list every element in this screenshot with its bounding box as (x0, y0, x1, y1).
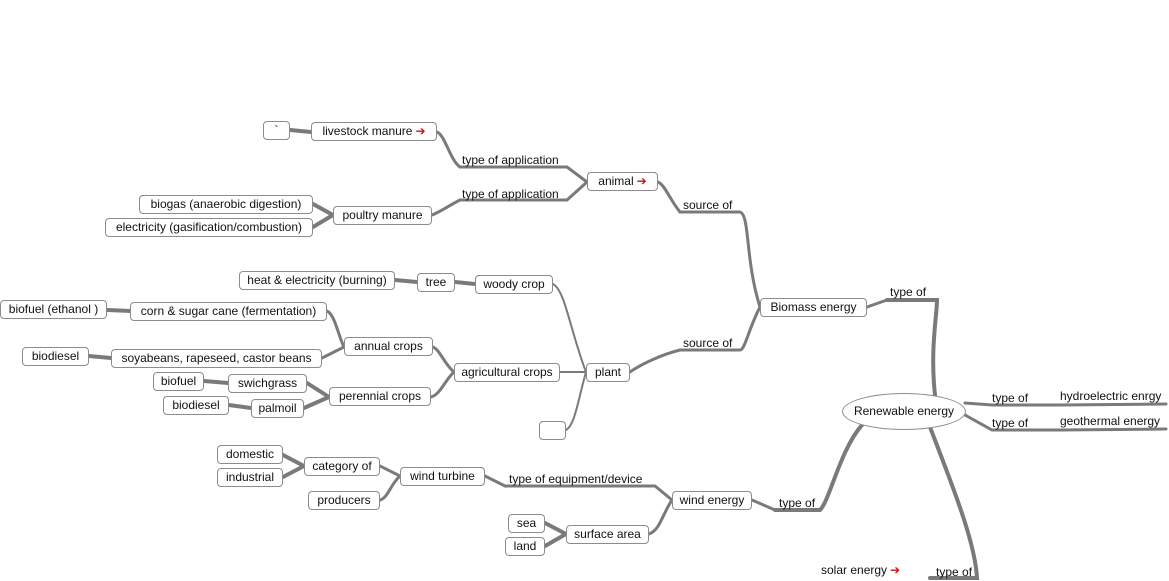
link-woody-tree (453, 280, 477, 286)
link-central-solar (928, 425, 980, 580)
topic-hydroelectric-energy[interactable]: hydroelectric enrgy (1060, 389, 1162, 403)
link-poultry-biogas (311, 202, 335, 217)
central-node-renewable-energy[interactable]: Renewable energy (842, 393, 966, 430)
link-agri-annual (431, 345, 456, 374)
node-swichgrass[interactable]: swichgrass (228, 374, 307, 393)
node-empty[interactable] (539, 421, 566, 440)
relation-label-type-of-geo[interactable]: type of (992, 416, 1029, 430)
node-heat-electricity[interactable]: heat & electricity (burning) (239, 271, 395, 290)
link-central-wind (773, 423, 864, 512)
relation-label-type-of-hydro[interactable]: type of (992, 391, 1029, 405)
link-central-biomass (885, 298, 940, 397)
link-biomass-source-animal (678, 210, 762, 309)
link-surface-land (543, 532, 568, 548)
link-app2-poultry (430, 198, 462, 217)
link-perennial-palm (302, 395, 331, 410)
topic-solar-energy-label: solar energy (821, 563, 888, 577)
relation-label-type-of-wind[interactable]: type of (779, 496, 816, 510)
node-animal[interactable]: animal➔ (587, 172, 658, 191)
link-soya-biodiesel (87, 354, 113, 360)
node-producers[interactable]: producers (308, 491, 380, 510)
link-wind-surface (647, 498, 674, 536)
relation-label-type-of-application-2[interactable]: type of application (462, 187, 559, 201)
link-tree-heat (393, 278, 419, 284)
link-surface-sea (543, 521, 568, 536)
node-tree[interactable]: tree (417, 273, 455, 292)
link-arrow-icon[interactable]: ➔ (415, 124, 426, 138)
node-domestic[interactable]: domestic (217, 445, 283, 464)
link-poultry-elec (311, 213, 335, 229)
link-animal-app2 (458, 180, 589, 202)
link-central-hydro (963, 401, 1168, 407)
link-equip-turbine (483, 474, 507, 488)
node-surface-area[interactable]: surface area (566, 525, 649, 544)
link-source-plant-plant (628, 348, 682, 374)
node-corn-sugar-cane[interactable]: corn & sugar cane (fermentation) (130, 302, 327, 321)
link-plant-empty (565, 371, 587, 431)
node-biofuel-ethanol[interactable]: biofuel (ethanol ) (0, 300, 107, 319)
link-central-geo (963, 413, 1168, 432)
node-biofuel-2[interactable]: biofuel (153, 372, 204, 391)
link-turbine-producers (378, 474, 402, 502)
topic-geothermal-energy[interactable]: geothermal energy (1060, 414, 1161, 428)
link-category-industrial (281, 464, 306, 479)
link-wind-equip (503, 484, 674, 502)
link-biomass-source-plant (678, 305, 762, 352)
node-agricultural-crops[interactable]: agricultural crops (454, 363, 560, 382)
link-livestock-backtick (288, 128, 313, 134)
node-land[interactable]: land (505, 537, 545, 556)
link-biomass-label (865, 298, 889, 309)
link-animal-app1 (458, 165, 589, 184)
link-corn-ethanol (105, 308, 132, 313)
topic-solar-energy[interactable]: solar energy➔ (821, 563, 900, 577)
link-arrow-icon[interactable]: ➔ (890, 563, 901, 577)
node-soyabeans[interactable]: soyabeans, rapeseed, castor beans (111, 349, 322, 368)
relation-label-type-of-biomass[interactable]: type of (890, 285, 927, 299)
link-arrow-icon[interactable]: ➔ (636, 174, 647, 188)
link-palm-biodiesel (227, 403, 253, 410)
node-industrial[interactable]: industrial (217, 468, 283, 487)
link-turbine-category (378, 464, 402, 478)
link-annual-soya (320, 345, 346, 360)
node-perennial-crops[interactable]: perennial crops (329, 387, 431, 406)
node-annual-crops[interactable]: annual crops (344, 337, 433, 356)
link-wind-label (750, 498, 777, 512)
relation-label-type-of-application-1[interactable]: type of application (462, 153, 559, 167)
link-source-animal-animal (656, 180, 682, 214)
link-category-domestic (281, 453, 306, 468)
node-animal-label: animal (598, 174, 634, 188)
node-backtick[interactable]: ` (263, 121, 290, 140)
link-annual-corn (325, 309, 346, 349)
node-electricity-gasification[interactable]: electricity (gasification/combustion) (105, 218, 313, 237)
node-category-of[interactable]: category of (304, 457, 380, 476)
node-wind-energy[interactable]: wind energy (672, 491, 752, 510)
node-biodiesel-2[interactable]: biodiesel (163, 396, 229, 415)
relation-label-type-of-solar[interactable]: type of (936, 565, 973, 579)
relation-label-source-of-animal[interactable]: source of (683, 198, 733, 212)
node-biomass-energy[interactable]: Biomass energy (760, 298, 867, 317)
node-sea[interactable]: sea (508, 514, 545, 533)
node-biogas[interactable]: biogas (anaerobic digestion) (139, 195, 313, 214)
node-woody-crop[interactable]: woody crop (475, 275, 553, 294)
node-palmoil[interactable]: palmoil (251, 399, 304, 418)
link-perennial-swich (305, 381, 331, 399)
relation-label-type-of-equipment[interactable]: type of equipment/device (509, 472, 643, 486)
link-app1-livestock (435, 130, 462, 169)
node-livestock-manure-label: livestock manure (322, 124, 413, 138)
central-node-label: Renewable energy (853, 404, 955, 418)
link-plant-woody (552, 283, 587, 373)
node-biodiesel-1[interactable]: biodiesel (22, 347, 89, 366)
link-agri-perennial (429, 370, 456, 399)
link-swich-biofuel (202, 379, 230, 385)
node-livestock-manure[interactable]: livestock manure➔ (311, 122, 437, 141)
node-poultry-manure[interactable]: poultry manure (333, 206, 432, 225)
node-wind-turbine[interactable]: wind turbine (400, 467, 485, 486)
node-plant[interactable]: plant (586, 363, 630, 382)
relation-label-source-of-plant[interactable]: source of (683, 336, 733, 350)
